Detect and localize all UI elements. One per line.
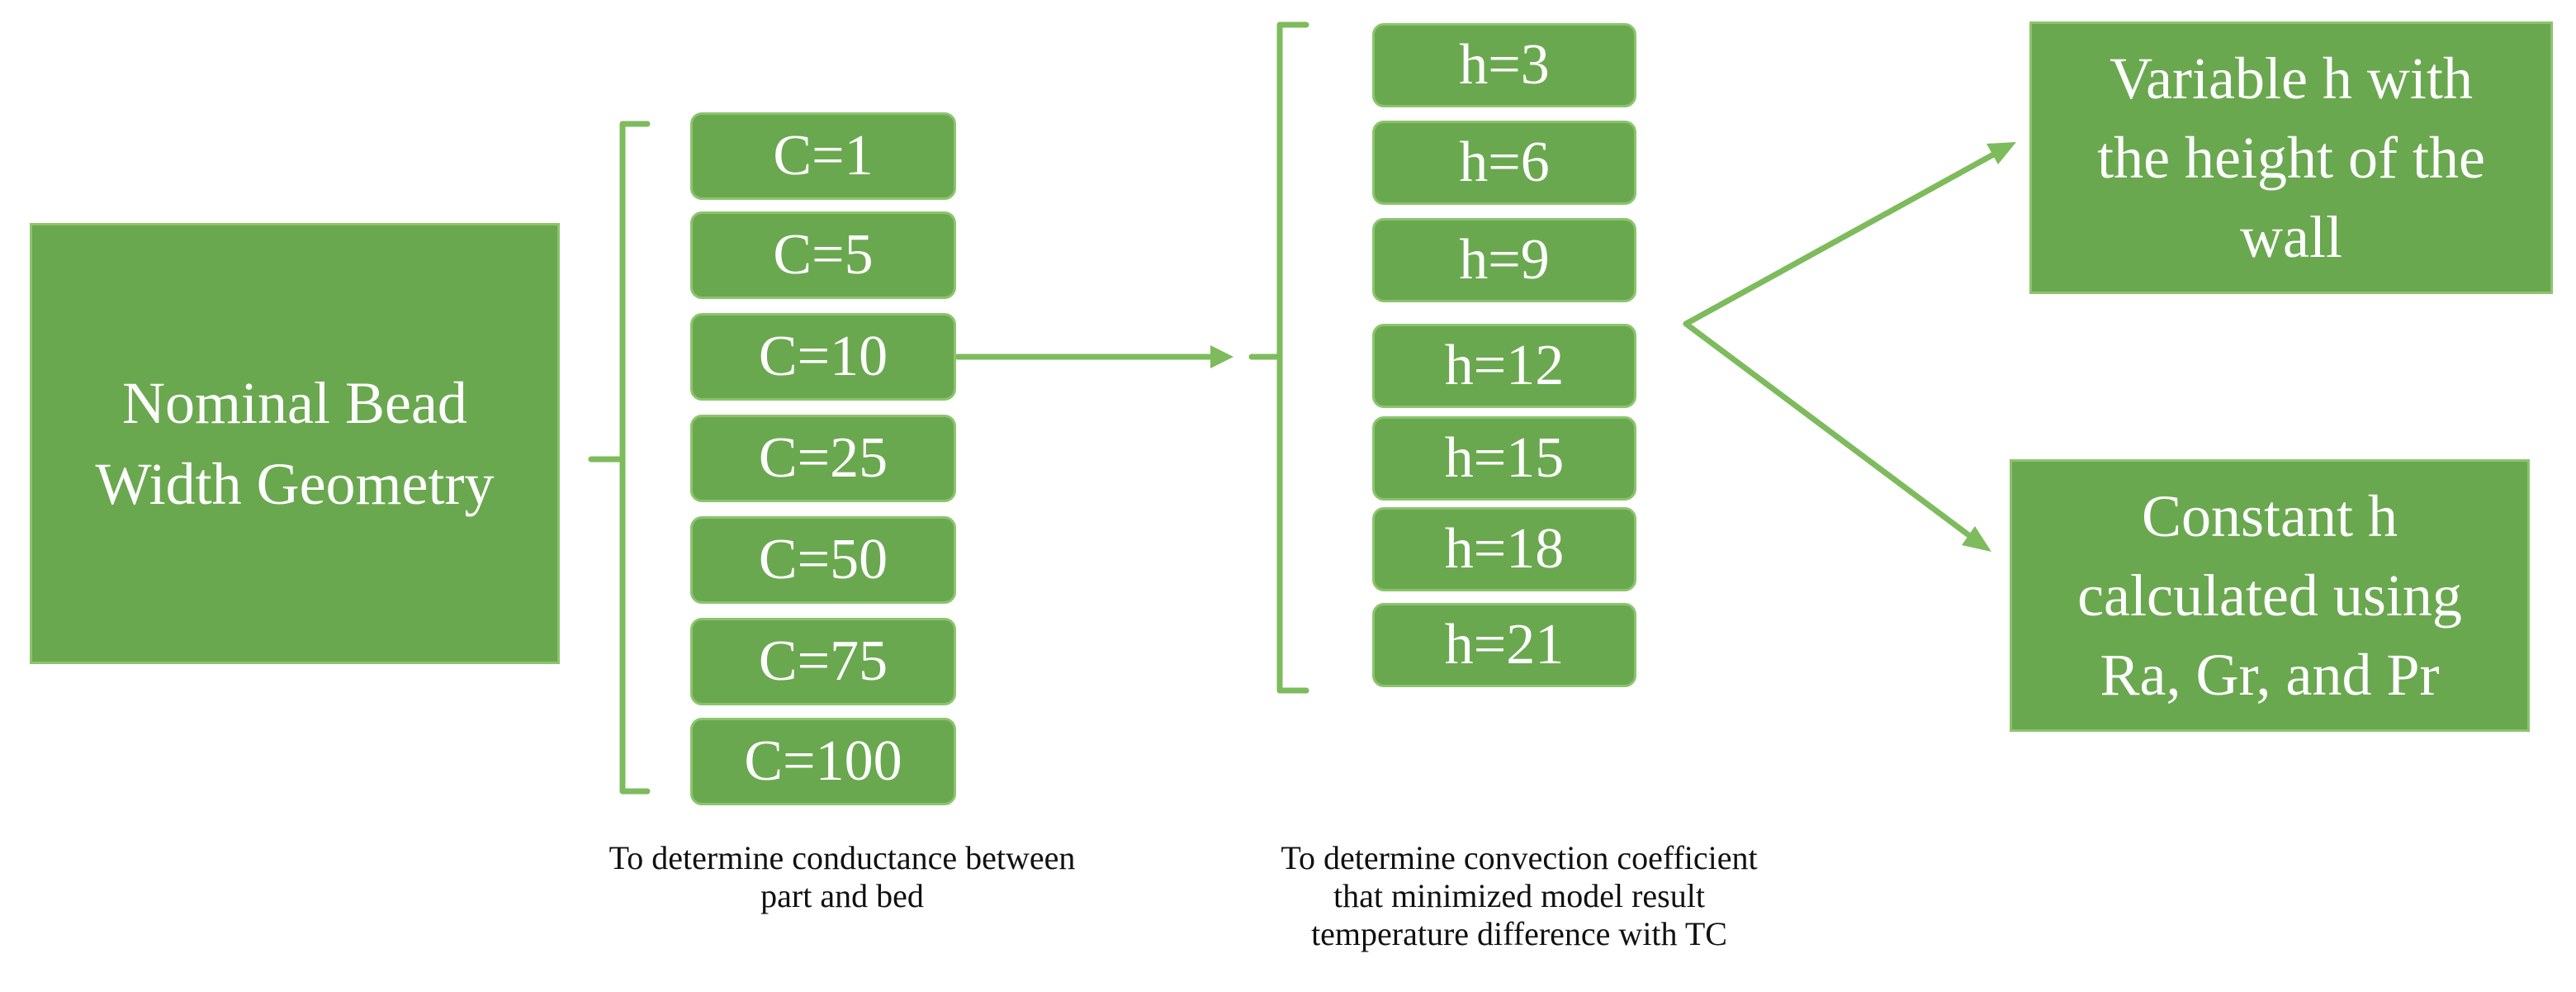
conductance-caption-line-2: part and bed [760,877,924,914]
variable-h-outcome-box: Variable h with the height of the wall [2029,21,2553,294]
convection-box-h12: h=12 [1372,324,1636,408]
convection-box-h15: h=15 [1372,416,1636,501]
main-box-line-1: Nominal Bead [122,370,467,436]
conductance-box-c100: C=100 [690,718,956,805]
convection-box-h21: h=21 [1372,603,1636,687]
arrowhead-down-right [1962,526,1991,552]
convection-box-h3: h=3 [1372,23,1636,107]
branch-down-arrow-shaft [1683,320,1977,542]
conductance-box-c10: C=10 [690,313,956,401]
conductance-caption-line-1: To determine conductance between [608,839,1076,876]
constant-h-outcome-box: Constant h calculated using Ra, Gr, and … [2010,459,2530,732]
conductance-box-c50: C=50 [690,516,956,604]
constant-h-line-2: calculated using [2077,562,2462,629]
constant-h-line-3: Ra, Gr, and Pr [2100,642,2440,708]
variable-h-line-1: Variable h with [2110,45,2473,112]
variable-h-line-3: wall [2240,204,2342,270]
main-box-line-2: Width Geometry [95,451,495,517]
convection-box-h9: h=9 [1372,218,1636,302]
arrowhead-up-right [1986,142,2016,164]
conductance-box-c5: C=5 [690,211,956,299]
convection-caption-line-1: To determine convection coefficient [1281,839,1758,876]
convection-caption-line-2: that minimized model result [1333,877,1705,914]
convection-caption: To determine convection coefficient that… [1189,839,1849,953]
conductance-box-c1: C=1 [690,112,956,200]
convection-box-h6: h=6 [1372,121,1636,205]
conductance-caption: To determine conductance between part an… [545,839,1139,915]
conductance-box-c75: C=75 [690,618,956,705]
nominal-bead-width-geometry-box: Nominal Bead Width Geometry [30,223,560,664]
arrowhead-right [1210,345,1234,368]
convection-box-h18: h=18 [1372,507,1636,591]
conductance-box-c25: C=25 [690,415,956,502]
convection-caption-line-3: temperature difference with TC [1311,915,1727,952]
conductance-bracket [588,121,651,795]
convection-bracket [1248,21,1309,694]
branch-up-arrow-shaft [1683,149,2001,327]
constant-h-line-1: Constant h [2141,483,2398,549]
variable-h-line-2: the height of the [2097,125,2485,191]
